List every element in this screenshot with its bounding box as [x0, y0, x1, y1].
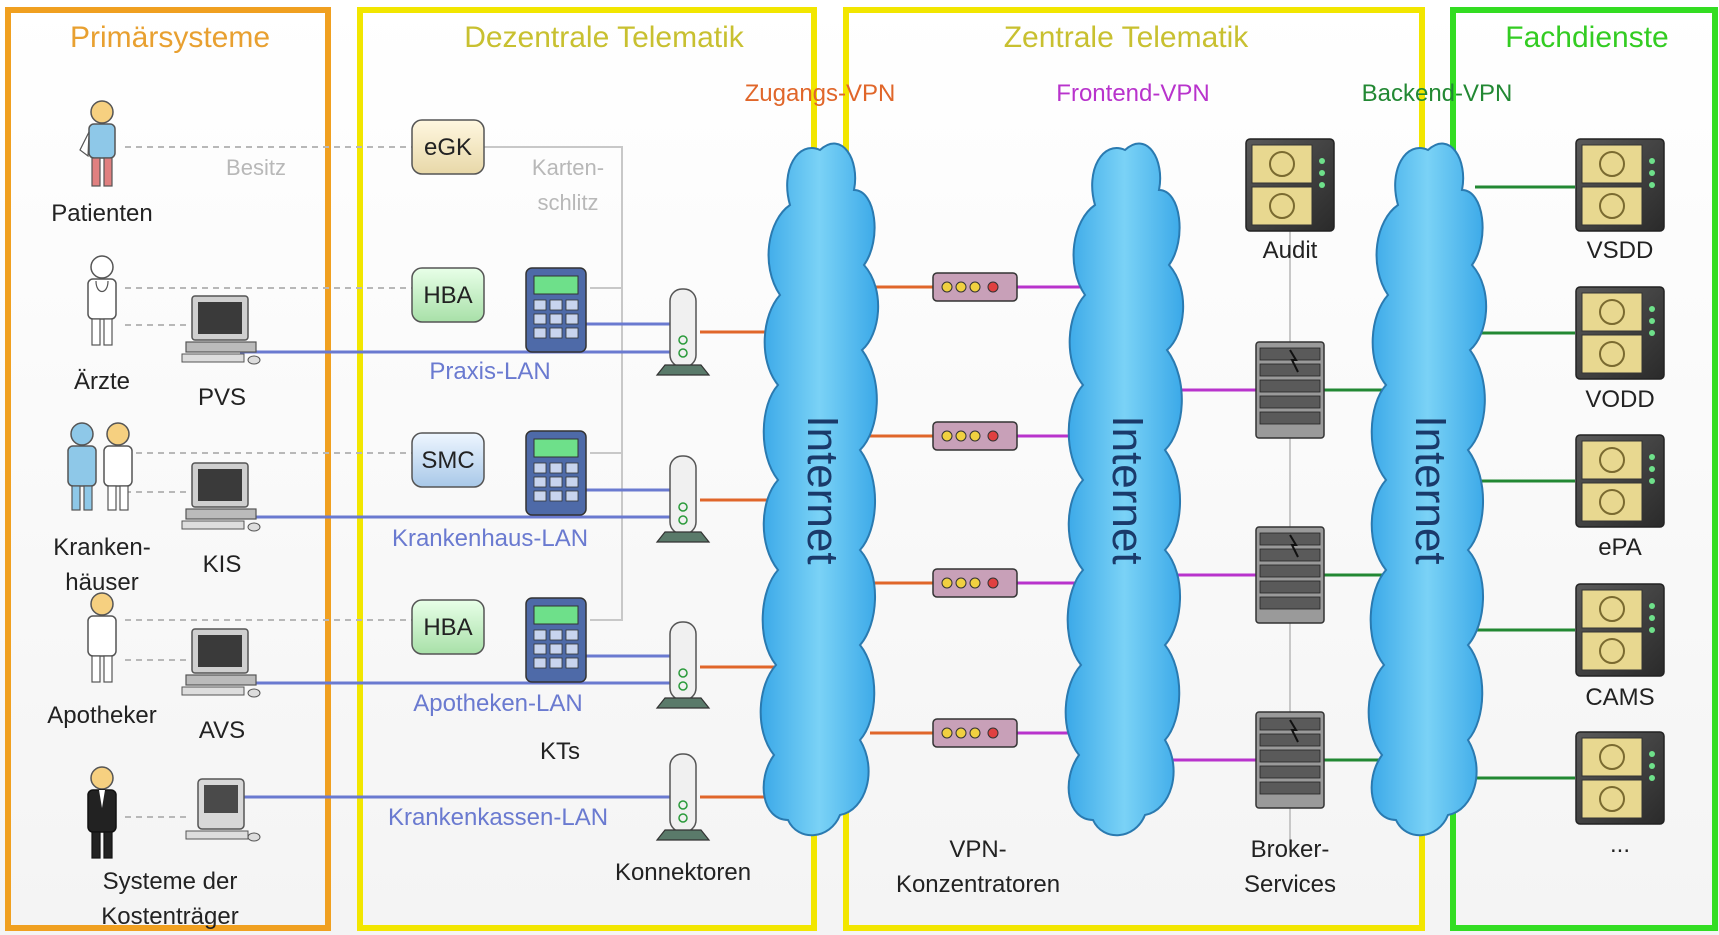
fachdienste-title: Fachdienste: [1505, 21, 1668, 54]
vodd-label: VODD: [1585, 386, 1654, 413]
konnektoren-label: Konnektoren: [615, 859, 751, 886]
audit-label: Audit: [1263, 237, 1318, 264]
cams-label: CAMS: [1585, 684, 1654, 711]
kts-label: KTs: [540, 738, 580, 765]
broker-server-icon: [1255, 711, 1325, 809]
zugangs-vpn-label: Zugangs-VPN: [745, 80, 896, 107]
primaersysteme-frame: [5, 7, 331, 931]
vpn-concentrator-icon: [932, 568, 1018, 598]
hba-label: HBA: [423, 614, 472, 641]
epa-server-icon: [1575, 434, 1665, 528]
vsdd-label: VSDD: [1587, 237, 1654, 264]
vpn-konzentratoren-label-line2: Konzentratoren: [896, 871, 1060, 898]
internet-label: Internet: [798, 415, 847, 564]
smc-label: SMC: [421, 447, 474, 474]
besitz-label: Besitz: [226, 155, 286, 180]
krankenkassen-lan-label: Krankenkassen-LAN: [388, 804, 608, 831]
arzt-icon: [87, 255, 117, 346]
pvs-label: PVS: [198, 384, 246, 411]
connector-icon: [655, 455, 711, 543]
apotheker-label: Apotheker: [47, 702, 156, 729]
card-terminal-icon: [525, 597, 587, 683]
backend-vpn-lines: [1322, 185, 1575, 780]
broker-server-icon: [1255, 341, 1325, 439]
connector-icon: [655, 288, 711, 376]
patient-icon: [79, 100, 116, 187]
praxis-lan-label: Praxis-LAN: [429, 358, 550, 385]
connector-icon: [655, 621, 711, 709]
aerzte-label: Ärzte: [74, 368, 130, 395]
krankenhaus-staff-icon: [67, 422, 133, 511]
possession-lines: [125, 146, 412, 818]
pvs-computer-icon: [181, 295, 261, 365]
vpn-concentrator-icon: [932, 272, 1018, 302]
vsdd-server-icon: [1575, 138, 1665, 232]
internet-cloud-2: Internet: [1064, 142, 1185, 837]
lan-lines: [240, 322, 680, 799]
broker-server-icon: [1255, 526, 1325, 624]
vpn-konzentratoren-label-line1: VPN-: [949, 836, 1006, 863]
dezentrale-telematik-title: Dezentrale Telematik: [464, 21, 745, 54]
krankenhaeuser-label-line2: häuser: [65, 569, 138, 596]
kostentraeger-label-line1: Systeme der: [103, 868, 238, 895]
smc-card: SMC: [411, 432, 485, 488]
egk-label: eGK: [424, 134, 472, 161]
epa-label: ePA: [1598, 534, 1642, 561]
egk-card: eGK: [411, 119, 485, 175]
broker-services-label-line1: Broker-: [1251, 836, 1330, 863]
backend-vpn-label: Backend-VPN: [1362, 80, 1513, 107]
kostentraeger-icon: [87, 766, 117, 859]
audit-server-icon: [1245, 138, 1335, 232]
apotheker-icon: [87, 592, 117, 683]
vodd-server-icon: [1575, 286, 1665, 380]
zentrale-telematik-title: Zentrale Telematik: [1004, 21, 1250, 54]
internet-cloud-3: Internet: [1367, 142, 1488, 837]
kostentraeger-computer-icon: [185, 778, 261, 842]
kis-computer-icon: [181, 462, 261, 532]
connector-icon: [655, 753, 711, 841]
more-services-server-icon: [1575, 731, 1665, 825]
internet-label: Internet: [1103, 415, 1152, 564]
vpn-concentrator-icon: [932, 718, 1018, 748]
broker-services-label-line2: Services: [1244, 871, 1336, 898]
avs-computer-icon: [181, 628, 261, 698]
more-services-label: ...: [1610, 831, 1630, 858]
card-terminal-icon: [525, 430, 587, 516]
hba-label: HBA: [423, 282, 472, 309]
kartenschlitz-label-line1: Karten-: [532, 155, 604, 180]
kartenschlitz-label-line2: schlitz: [537, 190, 598, 215]
vpn-concentrator-icon: [932, 421, 1018, 451]
kostentraeger-label-line2: Kostenträger: [101, 903, 238, 930]
internet-label: Internet: [1406, 415, 1455, 564]
krankenhaeuser-label-line1: Kranken-: [53, 534, 150, 561]
frontend-vpn-label: Frontend-VPN: [1056, 80, 1209, 107]
kartenschlitz-lines: [484, 146, 623, 621]
cams-server-icon: [1575, 583, 1665, 677]
primaersysteme-title: Primärsysteme: [70, 21, 270, 54]
kis-label: KIS: [203, 551, 242, 578]
card-terminal-icon: [525, 267, 587, 353]
hba-card-2: HBA: [411, 599, 485, 655]
apotheken-lan-label: Apotheken-LAN: [413, 690, 582, 717]
internet-cloud-1: Internet: [759, 142, 880, 837]
avs-label: AVS: [199, 717, 245, 744]
hba-card-1: HBA: [411, 267, 485, 323]
krankenhaus-lan-label: Krankenhaus-LAN: [392, 525, 588, 552]
patienten-label: Patienten: [51, 200, 152, 227]
